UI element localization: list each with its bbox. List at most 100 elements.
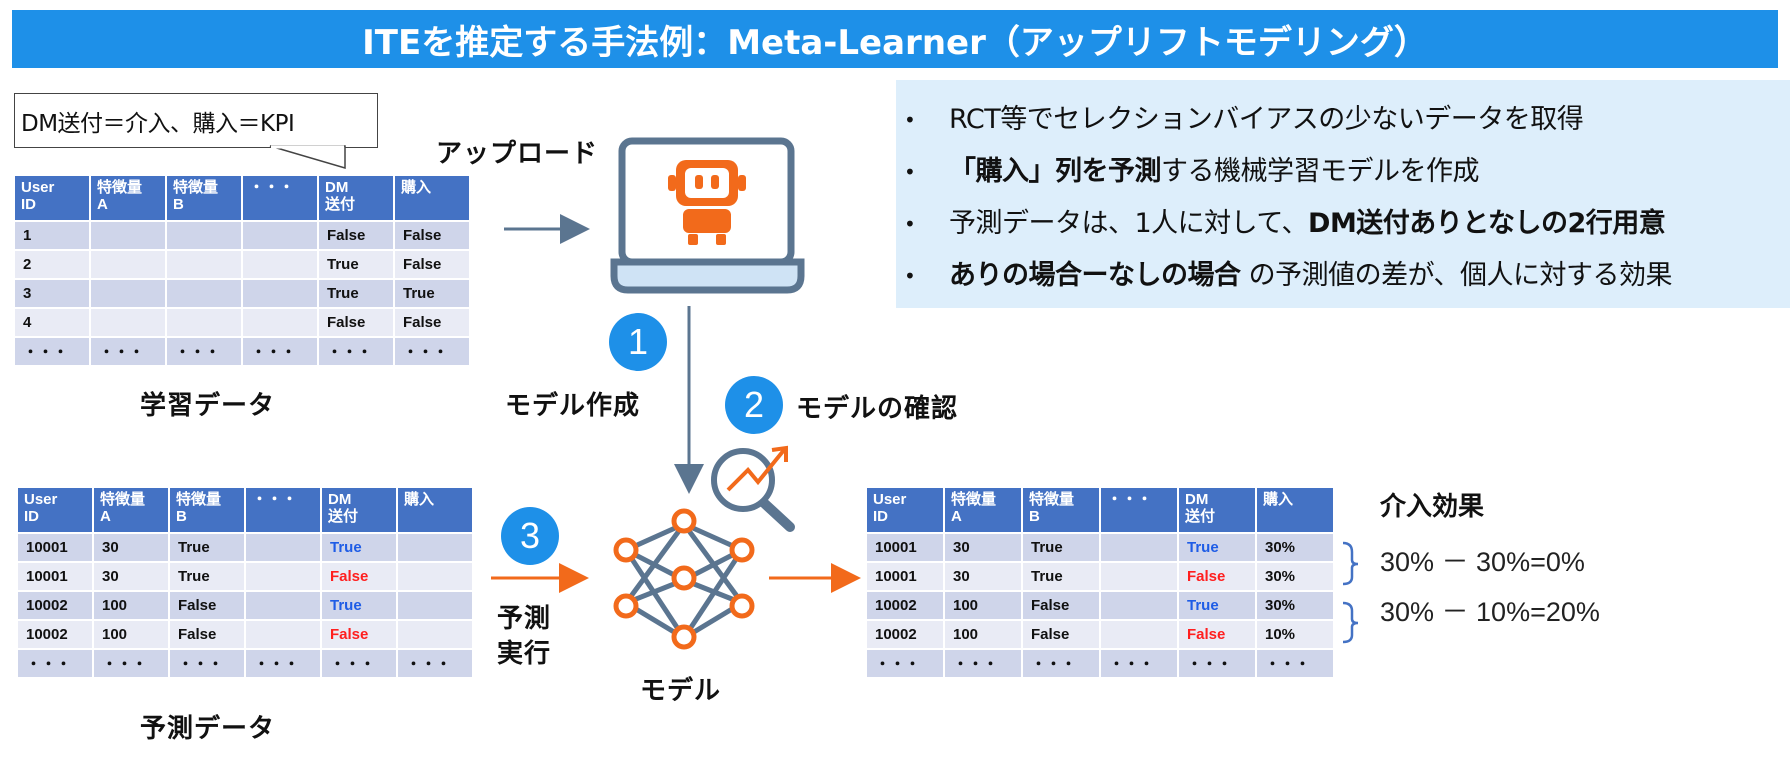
cell-purchase <box>398 621 472 648</box>
cell-ellipsis <box>246 621 320 648</box>
cell-user-id: 10001 <box>18 563 92 590</box>
cell-purchase: 30% <box>1257 592 1333 619</box>
cell-feature-b: True <box>1023 563 1099 590</box>
model-label: モデル <box>640 676 722 706</box>
cell-ellipsis <box>243 251 317 278</box>
cell-purchase <box>398 563 472 590</box>
cell-dm: False <box>322 621 396 648</box>
cell-ellipsis: ・・・ <box>243 338 317 365</box>
cell-dm: False <box>1179 563 1255 590</box>
cell-purchase: ・・・ <box>398 650 472 677</box>
cell-dm: True <box>322 534 396 561</box>
cell-feature-b <box>167 309 241 336</box>
cell-dm: ・・・ <box>322 650 396 677</box>
cell-ellipsis <box>1101 621 1177 648</box>
info-item-3: 予測データは、1人に対して、DM送付ありとなしの2行用意 <box>896 198 1790 250</box>
cell-ellipsis <box>243 309 317 336</box>
step-1-badge: 1 <box>609 313 667 371</box>
cell-purchase: True <box>395 280 469 307</box>
cell-feature-a: 30 <box>94 534 168 561</box>
cell-user-id: 4 <box>15 309 89 336</box>
magnifier-chart-icon <box>711 445 795 532</box>
info-item-2: 「購入」列を予測する機械学習モデルを作成 <box>896 146 1790 198</box>
cell-user-id: 10001 <box>18 534 92 561</box>
effect-title: 介入効果 <box>1380 492 1485 522</box>
cell-dm: ・・・ <box>319 338 393 365</box>
cell-feature-b <box>167 251 241 278</box>
predict-run-label-1: 予測 <box>497 604 552 634</box>
col-header-purchase: 購入 <box>1257 488 1333 532</box>
page-title: ITEを推定する手法例：Meta-Learner（アップリフトモデリング） <box>12 10 1778 68</box>
table-ellipsis-row: ・・・・・・・・・・・・・・・・・・ <box>18 650 472 677</box>
training-data-label: 学習データ <box>140 391 276 421</box>
cell-ellipsis: ・・・ <box>246 650 320 677</box>
cell-dm: ・・・ <box>1179 650 1255 677</box>
cell-purchase: ・・・ <box>1257 650 1333 677</box>
cell-user-id: 1 <box>15 222 89 249</box>
cell-feature-b <box>167 222 241 249</box>
cell-purchase <box>398 592 472 619</box>
effect-line-2: 30% － 10%=20% <box>1380 597 1600 627</box>
info-box: RCT等でセレクションバイアスの少ないデータを取得 「購入」列を予測する機械学習… <box>896 80 1790 308</box>
step-2-badge: 2 <box>725 376 783 434</box>
cell-ellipsis <box>243 222 317 249</box>
cell-dm: True <box>1179 592 1255 619</box>
col-header-ellipsis: ・・・ <box>246 488 320 532</box>
cell-purchase: 30% <box>1257 534 1333 561</box>
cell-user-id: 10002 <box>18 621 92 648</box>
cell-dm: True <box>1179 534 1255 561</box>
cell-purchase: False <box>395 251 469 278</box>
cell-feature-a: 100 <box>94 621 168 648</box>
cell-feature-a: 30 <box>94 563 168 590</box>
step-3-badge: 3 <box>501 507 559 565</box>
bracket-1 <box>1342 541 1359 586</box>
cell-dm: False <box>322 563 396 590</box>
col-header-purchase: 購入 <box>398 488 472 532</box>
cell-purchase: 30% <box>1257 563 1333 590</box>
cell-dm: True <box>319 251 393 278</box>
cell-feature-b: ・・・ <box>170 650 244 677</box>
model-build-label: モデル作成 <box>505 391 641 421</box>
cell-dm: False <box>319 222 393 249</box>
cell-feature-b: False <box>1023 621 1099 648</box>
cell-feature-b: True <box>1023 534 1099 561</box>
info-item-4: ありの場合ーなしの場合 の予測値の差が、個人に対する効果 <box>896 250 1790 302</box>
cell-ellipsis <box>246 534 320 561</box>
cell-purchase: 10% <box>1257 621 1333 648</box>
cell-ellipsis <box>243 280 317 307</box>
cell-ellipsis <box>246 592 320 619</box>
cell-ellipsis <box>1101 592 1177 619</box>
cell-ellipsis: ・・・ <box>1101 650 1177 677</box>
callout-note: DM送付＝介入、購入＝KPI <box>14 93 378 148</box>
cell-feature-a: 30 <box>945 534 1021 561</box>
cell-feature-a: ・・・ <box>94 650 168 677</box>
cell-user-id: 10002 <box>867 621 943 648</box>
cell-user-id: ・・・ <box>15 338 89 365</box>
cell-user-id: 10001 <box>867 534 943 561</box>
col-header-purchase: 購入 <box>395 176 469 220</box>
cell-user-id: ・・・ <box>867 650 943 677</box>
table-ellipsis-row: ・・・・・・・・・・・・・・・・・・ <box>15 338 469 365</box>
cell-ellipsis <box>1101 534 1177 561</box>
cell-feature-a: 100 <box>945 621 1021 648</box>
cell-feature-b <box>167 280 241 307</box>
cell-dm: True <box>319 280 393 307</box>
